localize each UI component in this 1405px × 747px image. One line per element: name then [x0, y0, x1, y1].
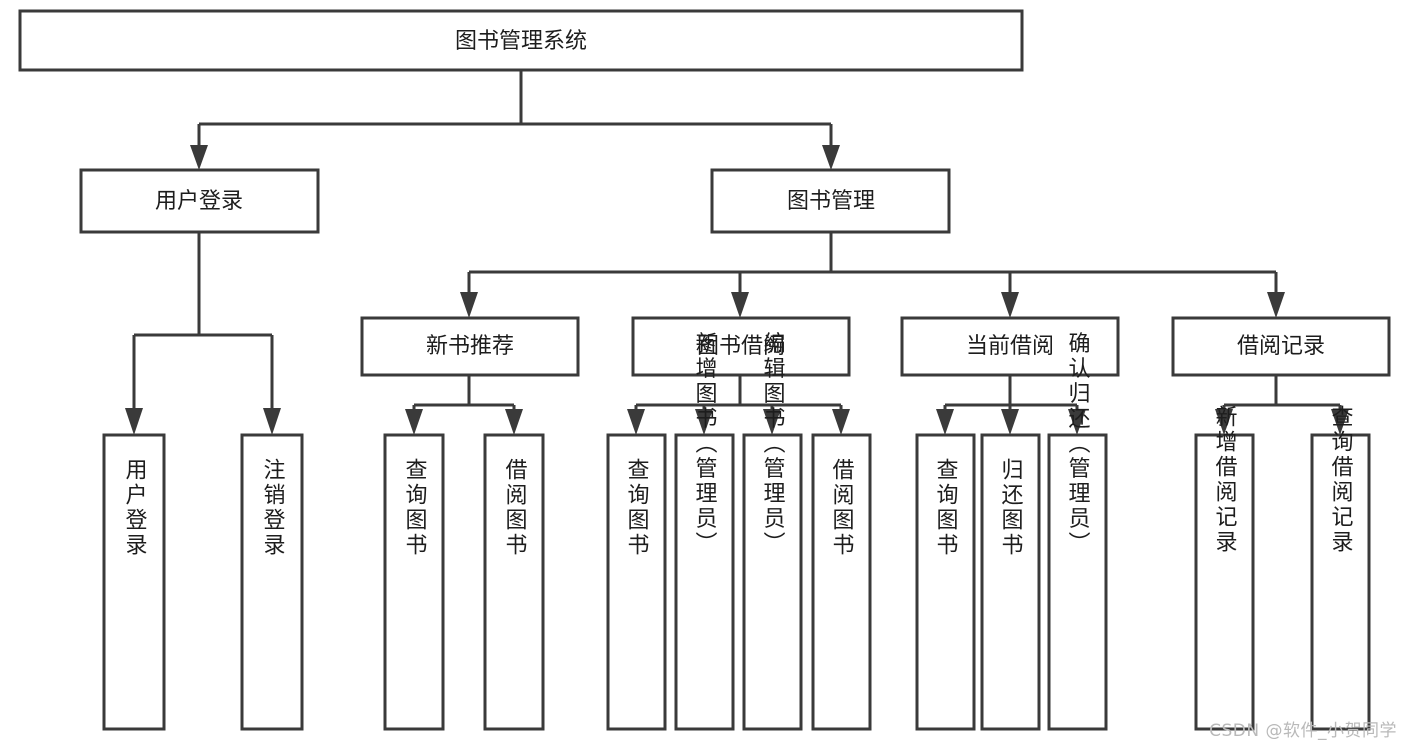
- node-current-borrow-box[interactable]: [900, 316, 1120, 377]
- node-book-management-box[interactable]: [710, 168, 951, 234]
- connector-layer: [125, 70, 1349, 435]
- node-leaf-query-book-2-label: 查询图书: [624, 458, 650, 558]
- node-leaf-borrow-book-2-label: 借阅图书: [829, 458, 855, 558]
- node-leaf-return-book[interactable]: 归还图书: [980, 433, 1041, 731]
- arrow-to-leaf-query-book-3: [936, 409, 954, 435]
- node-leaf-borrow-book-2[interactable]: 借阅图书: [811, 433, 872, 731]
- arrow-to-borrow-record: [1267, 292, 1285, 318]
- node-user-login[interactable]: 用户登录: [79, 168, 320, 234]
- node-leaf-borrow-book-2-box[interactable]: [811, 433, 872, 731]
- node-current-borrow-label: 当前借阅: [966, 334, 1054, 359]
- arrow-to-leaf-borrow-book-1: [505, 409, 523, 435]
- node-book-management-label: 图书管理: [787, 189, 875, 214]
- node-leaf-query-record-label: 查询借阅记录: [1328, 405, 1354, 555]
- node-new-book-recommend-box[interactable]: [360, 316, 580, 377]
- node-leaf-borrow-book-1-box[interactable]: [483, 433, 545, 731]
- arrow-to-leaf-return-book: [1001, 409, 1019, 435]
- node-borrow-record-box[interactable]: [1171, 316, 1391, 377]
- node-leaf-query-book-2[interactable]: 查询图书: [606, 433, 667, 731]
- node-leaf-query-record[interactable]: 查询借阅记录: [1310, 405, 1371, 731]
- arrow-to-leaf-add-record: [1215, 409, 1233, 435]
- arrow-to-user-login: [190, 145, 208, 170]
- node-leaf-add-record-box[interactable]: [1194, 433, 1255, 731]
- node-leaf-query-book-3-label: 查询图书: [933, 458, 959, 558]
- node-borrow-record-label: 借阅记录: [1237, 334, 1325, 359]
- node-book-management[interactable]: 图书管理: [710, 168, 951, 234]
- arrow-to-book-borrow: [731, 292, 749, 318]
- node-leaf-logout-login[interactable]: 注销登录: [240, 433, 304, 731]
- arrow-to-leaf-add-book: [695, 409, 713, 435]
- node-book-borrow[interactable]: 图书借阅: [631, 316, 851, 377]
- node-leaf-borrow-book-1-label: 借阅图书: [502, 458, 528, 558]
- csdn-watermark: CSDN @软件_小贺同学: [1209, 721, 1397, 741]
- node-leaf-query-book-1-box[interactable]: [383, 433, 445, 731]
- node-leaf-query-book-3-box[interactable]: [915, 433, 976, 731]
- node-leaf-confirm-return[interactable]: 确认归还（管理员）: [1047, 332, 1108, 731]
- node-new-book-recommend[interactable]: 新书推荐: [360, 316, 580, 377]
- node-leaf-query-book-1[interactable]: 查询图书: [383, 433, 445, 731]
- arrow-to-leaf-borrow-book-2: [832, 409, 850, 435]
- node-leaf-query-book-3[interactable]: 查询图书: [915, 433, 976, 731]
- node-leaf-add-book[interactable]: 新增图书（管理员）: [674, 332, 735, 731]
- arrow-to-current-borrow: [1001, 292, 1019, 318]
- node-leaf-return-book-label: 归还图书: [998, 458, 1024, 558]
- arrow-to-leaf-logout-login: [263, 408, 281, 435]
- node-leaf-add-book-box[interactable]: [674, 433, 735, 731]
- node-user-login-box[interactable]: [79, 168, 320, 234]
- node-leaf-confirm-return-label: 确认归还（管理员）: [1065, 332, 1091, 557]
- node-leaf-user-login-label: 用户登录: [122, 458, 148, 558]
- arrow-to-leaf-confirm-return: [1068, 409, 1086, 435]
- node-user-login-label: 用户登录: [155, 189, 243, 214]
- node-leaf-logout-login-label: 注销登录: [260, 458, 286, 558]
- node-root-label: 图书管理系统: [455, 29, 587, 54]
- node-current-borrow[interactable]: 当前借阅: [900, 316, 1120, 377]
- node-leaf-query-book-1-label: 查询图书: [402, 458, 428, 558]
- node-borrow-record[interactable]: 借阅记录: [1171, 316, 1391, 377]
- node-leaf-add-record-label: 新增借阅记录: [1212, 405, 1238, 555]
- node-leaf-query-book-2-box[interactable]: [606, 433, 667, 731]
- arrow-to-leaf-user-login: [125, 408, 143, 435]
- node-leaf-user-login[interactable]: 用户登录: [102, 433, 166, 731]
- arrow-to-new-book-recommend: [460, 292, 478, 318]
- node-leaf-return-book-box[interactable]: [980, 433, 1041, 731]
- arrow-to-book-management: [822, 145, 840, 170]
- arrow-to-leaf-edit-book: [763, 409, 781, 435]
- node-leaf-add-record[interactable]: 新增借阅记录: [1194, 405, 1255, 731]
- node-leaf-edit-book-box[interactable]: [742, 433, 803, 731]
- arrow-to-leaf-query-book-2: [627, 409, 645, 435]
- node-new-book-recommend-label: 新书推荐: [426, 334, 514, 359]
- node-leaf-query-record-box[interactable]: [1310, 433, 1371, 731]
- arrow-to-leaf-query-record: [1331, 409, 1349, 435]
- node-book-borrow-label: 图书借阅: [697, 334, 785, 359]
- node-leaf-logout-login-box[interactable]: [240, 433, 304, 731]
- node-leaf-borrow-book-1[interactable]: 借阅图书: [483, 433, 545, 731]
- arrow-to-leaf-query-book-1: [405, 409, 423, 435]
- node-leaf-add-book-label: 新增图书（管理员）: [692, 332, 718, 557]
- node-root-box[interactable]: [18, 9, 1024, 72]
- node-leaf-edit-book[interactable]: 编辑图书（管理员）: [742, 332, 803, 731]
- node-leaf-edit-book-label: 编辑图书（管理员）: [760, 332, 786, 557]
- node-root[interactable]: 图书管理系统: [18, 9, 1024, 72]
- node-leaf-user-login-box[interactable]: [102, 433, 166, 731]
- node-book-borrow-box[interactable]: [631, 316, 851, 377]
- node-leaf-confirm-return-box[interactable]: [1047, 433, 1108, 731]
